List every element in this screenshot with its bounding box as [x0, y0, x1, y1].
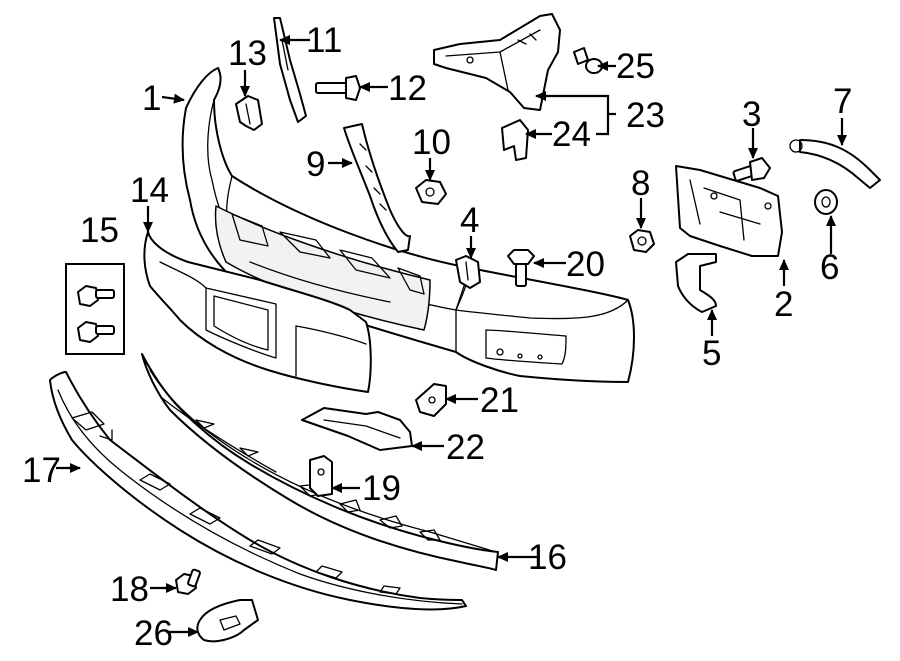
callout-15: 15 — [80, 211, 119, 250]
part-24-small-bracket — [501, 119, 529, 161]
part-2-mounting-plate — [675, 165, 783, 257]
part-3-bolt — [732, 157, 771, 182]
callout-17: 17 — [22, 451, 61, 490]
callout-1: 1 — [142, 79, 161, 118]
part-23-mounting-bracket — [433, 13, 561, 111]
callout-12: 12 — [388, 69, 427, 108]
part-11-bracket — [273, 17, 307, 123]
callout-24: 24 — [552, 115, 591, 154]
part-7-rod — [789, 139, 881, 189]
callout-11: 11 — [306, 21, 342, 60]
part-8-nut — [629, 229, 655, 253]
callout-2: 2 — [774, 285, 793, 324]
callout-8: 8 — [631, 164, 650, 203]
callout-25: 25 — [616, 47, 655, 86]
callout-20: 20 — [566, 245, 605, 284]
callout-3: 3 — [742, 95, 761, 134]
part-12-bolt — [315, 75, 361, 101]
part-14-reinforcement — [143, 231, 372, 393]
callout-6: 6 — [820, 248, 839, 287]
callout-13: 13 — [228, 34, 267, 73]
part-18-bolt — [175, 568, 201, 595]
callout-4: 4 — [460, 201, 479, 240]
callout-23: 23 — [626, 96, 665, 135]
leader-lines — [56, 35, 847, 637]
part-25-push-pin — [573, 47, 603, 74]
part-26-tow-hook — [196, 599, 259, 643]
callout-14: 14 — [130, 171, 169, 210]
part-6-washer — [814, 189, 838, 215]
callout-19: 19 — [362, 469, 401, 508]
callout-5: 5 — [702, 334, 721, 373]
part-22-shield — [301, 407, 413, 451]
part-9-side-bracket — [343, 123, 411, 253]
callout-10: 10 — [412, 123, 451, 162]
part-19-bracket — [309, 455, 333, 497]
callout-16: 16 — [528, 538, 567, 577]
callout-26: 26 — [134, 614, 173, 653]
part-17-air-deflector — [49, 371, 467, 611]
part-21-bracket — [415, 383, 447, 417]
part-13-clip — [235, 95, 263, 131]
part-15-bolt-kit — [65, 263, 125, 355]
callout-18: 18 — [110, 570, 149, 609]
part-20-bolt — [507, 249, 535, 287]
callout-21: 21 — [480, 381, 519, 420]
part-10-nut — [415, 179, 447, 205]
callout-9: 9 — [306, 145, 325, 184]
part-5-bracket — [675, 253, 717, 313]
callout-7: 7 — [833, 82, 852, 121]
callout-22: 22 — [446, 428, 485, 467]
callout-labels: 1 2 3 4 5 6 7 8 9 10 11 12 13 14 15 16 1… — [22, 21, 852, 653]
